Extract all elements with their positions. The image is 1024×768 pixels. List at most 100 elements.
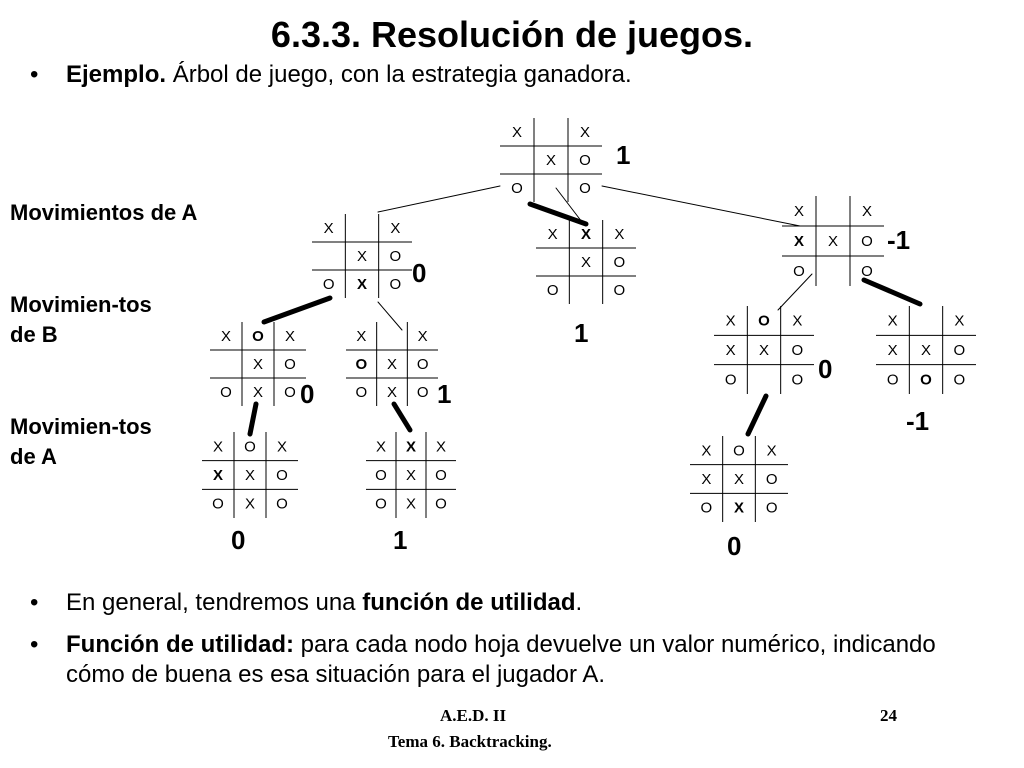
board-cell-mark: X (418, 328, 428, 345)
board-cell-mark: X (406, 496, 416, 513)
board-cell-mark: O (355, 356, 367, 373)
board-utility-value: 1 (616, 140, 630, 170)
label-moves-a-top: Movimientos de A (10, 200, 198, 225)
board-cell-mark: X (581, 254, 591, 271)
board-cell-mark: O (953, 342, 965, 359)
board-cell-mark: X (357, 248, 367, 265)
board-cell-mark: O (417, 384, 429, 401)
board-cell-mark: O (284, 384, 296, 401)
board-cell-mark: O (766, 471, 778, 488)
board-cell-mark: O (700, 500, 712, 517)
board-utility-value: 0 (231, 525, 245, 555)
bullet-text: Función de utilidad: para cada nodo hoja… (66, 630, 990, 690)
board-cell-mark: X (614, 226, 624, 243)
board-utility-value: 1 (393, 525, 407, 555)
board-cell-mark: X (406, 438, 416, 455)
board-utility-value: -1 (887, 225, 910, 255)
board-cell-mark: X (376, 438, 386, 455)
board-cell-mark: O (212, 496, 224, 513)
board-cell-mark: O (284, 356, 296, 373)
board-cell-mark: X (767, 442, 777, 459)
board-cell-mark: O (613, 254, 625, 271)
tree-edge (555, 187, 583, 223)
board-cell-mark: X (221, 328, 231, 345)
board-cell-mark: X (759, 342, 769, 359)
board-cell-mark: X (888, 313, 898, 330)
board-cell-mark: X (726, 342, 736, 359)
bullet-rest: Árbol de juego, con la estrategia ganado… (166, 61, 632, 88)
bullet-bold: función de utilidad (362, 589, 576, 616)
board-cell-mark: O (323, 276, 335, 293)
bullet-post: . (575, 589, 583, 616)
board-cell-mark: X (245, 496, 255, 513)
winning-edge (261, 295, 333, 325)
label-moves-b: Movimien-tos de B (10, 292, 152, 347)
winning-edge (861, 277, 923, 307)
board-cell-mark: X (734, 500, 744, 517)
board-utility-value: 1 (437, 379, 451, 409)
board-cell-mark: O (861, 263, 873, 280)
board-cell-mark: X (253, 356, 263, 373)
board-cell-mark: X (406, 467, 416, 484)
board-utility-value: -1 (906, 406, 929, 436)
bullet-general: • En general, tendremos una función de u… (30, 588, 990, 618)
board-utility-value: 0 (412, 258, 426, 288)
board-cell-mark: O (861, 233, 873, 250)
board-cell-mark: O (953, 371, 965, 388)
board-utility-value: 0 (300, 379, 314, 409)
board-cell-mark: X (277, 438, 287, 455)
board-utility-value: 0 (727, 531, 741, 561)
board-cell-mark: O (389, 248, 401, 265)
board-utility-value: 1 (574, 318, 588, 348)
board-cell-mark: O (579, 180, 591, 197)
board-cell-mark: X (213, 467, 223, 484)
board-cell-mark: O (276, 496, 288, 513)
board-cell-mark: O (758, 313, 770, 330)
board-cell-mark: O (511, 180, 523, 197)
board-cell-mark: X (245, 467, 255, 484)
bullet-example: • Ejemplo. Árbol de juego, con la estrat… (30, 60, 990, 90)
board-cell-mark: X (213, 438, 223, 455)
board-cell-mark: O (375, 496, 387, 513)
board-utility-value: 0 (818, 354, 832, 384)
board-cell-mark: O (220, 384, 232, 401)
board-cell-mark: O (725, 371, 737, 388)
board-cell-mark: X (954, 313, 964, 330)
board-cell-mark: X (794, 233, 804, 250)
footer-topic: Tema 6. Backtracking. (388, 732, 552, 751)
board-cell-mark: O (613, 282, 625, 299)
winning-edge (391, 401, 413, 433)
board-cell-mark: X (357, 276, 367, 293)
board-cell-mark: O (920, 371, 932, 388)
board-cell-mark: X (828, 233, 838, 250)
board-cell-mark: X (888, 342, 898, 359)
board-cell-mark: O (579, 152, 591, 169)
board-cell-mark: X (356, 328, 366, 345)
bullet-bold: Función de utilidad: (66, 631, 294, 658)
board-cell-mark: X (701, 471, 711, 488)
label-moves-a-bottom: Movimien-tos de A (10, 414, 152, 469)
footer-page-number: 24 (880, 706, 897, 725)
board-cell-mark: O (887, 371, 899, 388)
board-cell-mark: X (285, 328, 295, 345)
bullet-marker: • (30, 61, 39, 88)
board-cell-mark: O (766, 500, 778, 517)
board-cell-mark: O (791, 371, 803, 388)
board-cell-mark: X (581, 226, 591, 243)
tree-edge (377, 301, 403, 331)
board-cell-mark: X (548, 226, 558, 243)
board-cell-mark: X (387, 356, 397, 373)
board-cell-mark: X (792, 313, 802, 330)
board-cell-mark: X (701, 442, 711, 459)
board-cell-mark: X (794, 203, 804, 220)
bullet-definition: • Función de utilidad: para cada nodo ho… (30, 630, 990, 690)
tree-edge (601, 185, 801, 227)
board-cell-mark: X (921, 342, 931, 359)
bullet-text: En general, tendremos una función de uti… (66, 588, 990, 618)
